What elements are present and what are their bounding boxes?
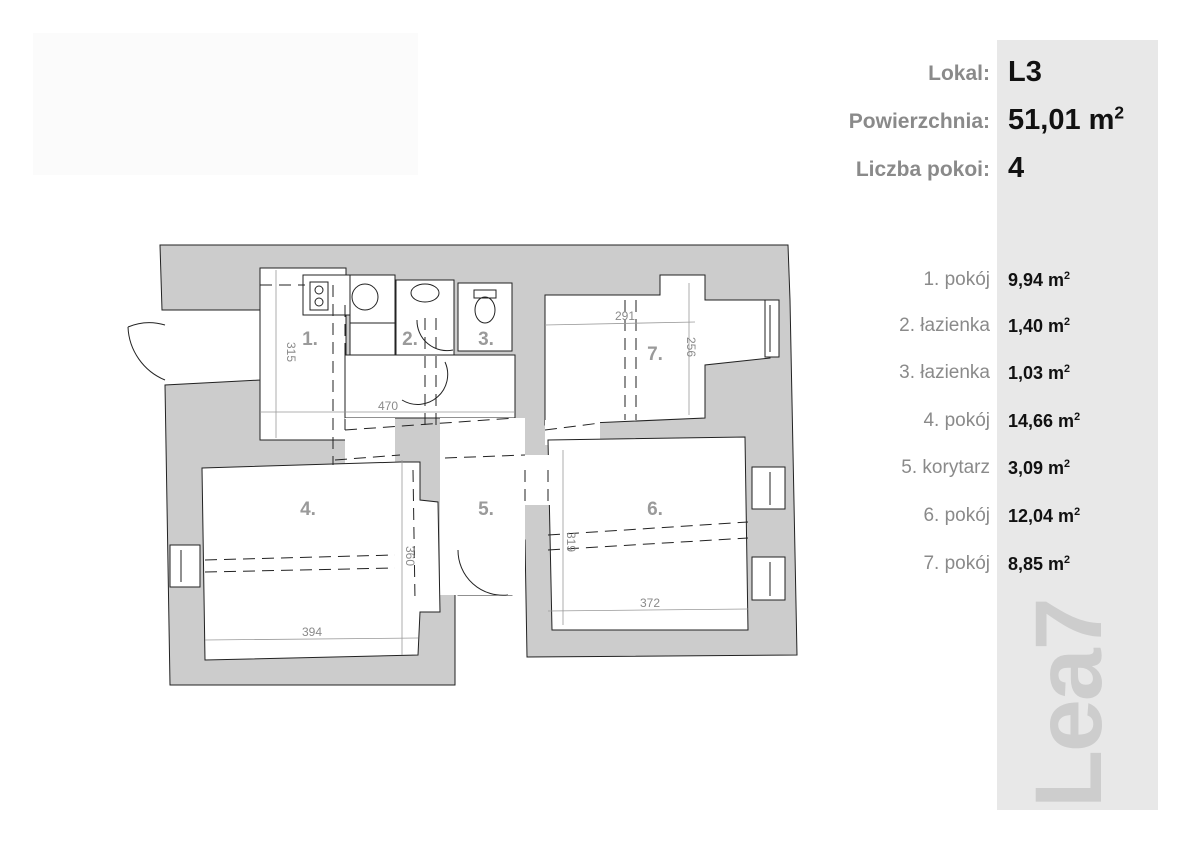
room-label: 6. pokój [923,505,990,526]
dimension-360: 360 [403,546,417,566]
room-label: 5. korytarz [901,457,990,478]
room-number-3: 3. [478,329,494,350]
room-area: 14,66 m2 [1008,411,1080,432]
room-label: 4. pokój [923,410,990,431]
passage-5-6 [512,455,550,505]
area-label: Powierzchnia: [848,110,990,133]
room-area: 1,40 m2 [1008,316,1070,337]
room-label: 2. łazienka [899,315,990,336]
window [169,544,201,588]
room-6 [547,436,749,631]
room-number-4: 4. [300,499,316,520]
blank-area [33,33,418,175]
window [751,556,786,601]
room-area-sup: 2 [1064,270,1071,282]
room-area-number: 12,04 m [1008,506,1075,526]
room-area: 8,85 m2 [1008,554,1070,575]
dimension-315: 315 [284,342,298,362]
dimension-470: 470 [378,399,398,413]
stove-icon [309,281,329,311]
unit-label: Lokal: [928,62,990,85]
room-label: 7. pokój [923,553,990,574]
room-area-sup: 2 [1074,411,1081,423]
area-sup: 2 [1114,102,1125,123]
door-swing-icon [401,361,449,405]
room-area: 9,94 m2 [1008,270,1070,291]
room-label: 3. łazienka [899,362,990,383]
toilet-icon [473,289,497,299]
room-area-number: 9,94 m [1008,270,1065,290]
dimension-256: 256 [684,337,698,357]
window [751,466,786,510]
room-number-6: 6. [647,499,663,520]
room-area-number: 14,66 m [1008,411,1075,431]
room-area: 12,04 m2 [1008,506,1080,527]
passage [345,418,395,465]
door-swing-icon [457,549,509,596]
rooms-label: Liczba pokoi: [855,158,990,181]
hallway [344,354,516,419]
dimension-372: 372 [640,596,660,610]
room-area-sup: 2 [1064,458,1071,470]
dimension-319: 319 [564,532,578,552]
window [764,299,780,358]
room-label: 1. pokój [923,269,990,290]
sink-icon [351,283,379,311]
room-number-5: 5. [478,499,494,520]
rooms-value: 4 [1008,152,1025,184]
room-area-sup: 2 [1064,554,1071,566]
door-swing-icon [127,322,166,381]
room-number-1: 1. [302,329,318,350]
area-value: 51,01 m2 [1008,104,1124,137]
kitchen-counter-2 [349,274,396,324]
door-swing-icon [416,319,454,352]
bathroom-3 [457,282,513,352]
area-number: 51,01 m [1008,104,1115,136]
washbasin-icon [410,283,440,303]
dimension-394: 394 [302,625,322,639]
room-area-number: 1,40 m [1008,316,1065,336]
room-area-number: 3,09 m [1008,458,1065,478]
room-area-sup: 2 [1074,506,1081,518]
room-area-sup: 2 [1064,363,1071,375]
room-area: 3,09 m2 [1008,458,1070,479]
kitchen-cabinet [349,322,396,356]
unit-value: L3 [1008,56,1042,88]
info-panel [997,40,1158,810]
corridor-5 [440,418,525,595]
room-number-7: 7. [647,344,663,365]
room-4 [201,461,441,661]
room-area-sup: 2 [1064,316,1071,328]
room-area-number: 1,03 m [1008,363,1065,383]
room-number-2: 2. [402,329,418,350]
dimension-291: 291 [615,309,635,323]
room-area: 1,03 m2 [1008,363,1070,384]
room-area-number: 8,85 m [1008,554,1065,574]
